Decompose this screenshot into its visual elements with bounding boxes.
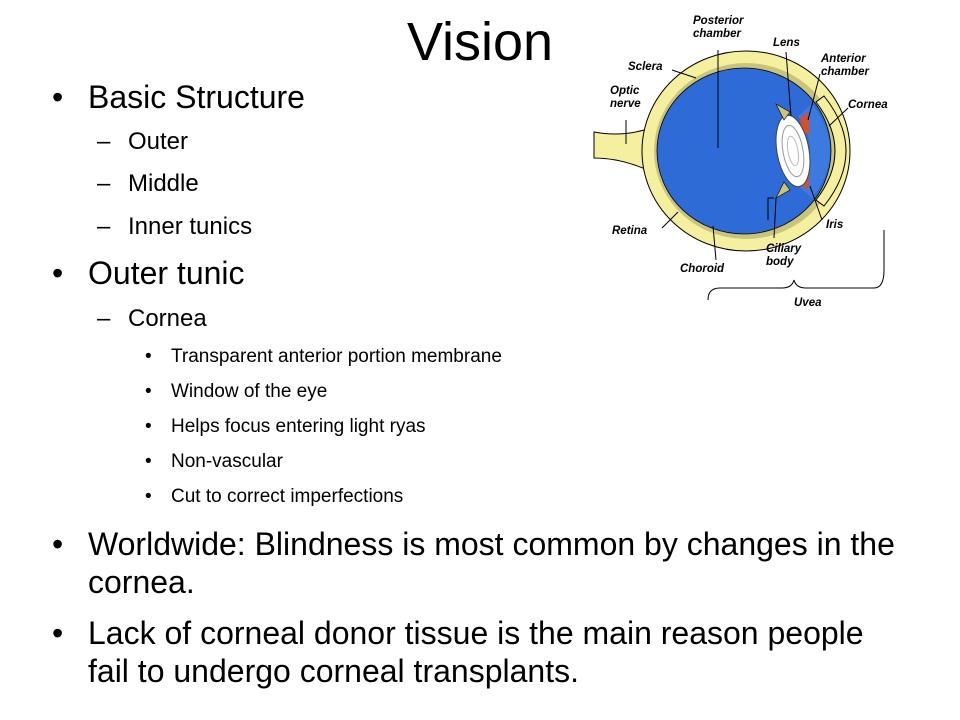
- detail-text: Window of the eye: [171, 381, 328, 402]
- sub-bullet-text: Inner tunics: [128, 213, 253, 240]
- sub-bullet-text: Middle: [128, 170, 199, 197]
- bullet-marker: •: [145, 451, 152, 472]
- bullet-marker: •: [145, 416, 152, 437]
- sub-bullet-text: Outer: [128, 128, 189, 155]
- eye-diagram: Posterior chamber Lens Anterior chamber …: [593, 15, 888, 309]
- label-anterior-chamber: Anterior: [820, 53, 866, 65]
- bullet-marker: •: [52, 255, 64, 291]
- label-posterior-chamber: chamber: [693, 28, 741, 40]
- label-posterior-chamber: Posterior: [693, 15, 744, 27]
- detail-text: Non-vascular: [171, 451, 283, 472]
- bullet-marker: •: [52, 526, 64, 562]
- ciliary-body: [775, 181, 791, 199]
- detail-text: Transparent anterior portion membrane: [171, 346, 502, 367]
- sub-bullet-text: Cornea: [128, 305, 207, 332]
- label-ciliary-body: Ciliary: [766, 243, 802, 255]
- label-ciliary-body: body: [766, 256, 794, 268]
- label-optic-nerve: Optic: [610, 85, 640, 97]
- label-sclera: Sclera: [628, 61, 663, 73]
- dash-marker: –: [97, 170, 111, 197]
- dash-marker: –: [97, 213, 111, 240]
- bullet-marker: •: [52, 615, 64, 651]
- bullet-marker: •: [145, 486, 152, 507]
- vitreous-body: [656, 67, 832, 235]
- bullet-text: Lack of corneal donor tissue is the main…: [88, 615, 864, 689]
- dash-marker: –: [97, 305, 111, 332]
- bullet-marker: •: [145, 381, 152, 402]
- bullet-text: Outer tunic: [88, 255, 245, 291]
- label-iris: Iris: [826, 219, 843, 231]
- bullet-marker: •: [52, 79, 64, 115]
- slide-title: Vision: [406, 12, 554, 72]
- dash-marker: –: [97, 128, 111, 155]
- detail-text: Helps focus entering light ryas: [171, 416, 426, 437]
- label-lens: Lens: [773, 37, 800, 49]
- label-anterior-chamber: chamber: [821, 66, 869, 78]
- label-retina: Retina: [612, 225, 648, 237]
- cornea: [815, 95, 847, 207]
- bullet-text: Basic Structure: [88, 79, 305, 115]
- bullet-marker: •: [145, 346, 152, 367]
- label-cornea: Cornea: [848, 99, 888, 111]
- label-uvea: Uvea: [794, 297, 822, 309]
- label-choroid: Choroid: [680, 263, 725, 275]
- detail-text: Cut to correct imperfections: [171, 486, 404, 507]
- label-optic-nerve: nerve: [610, 98, 641, 110]
- bullet-text: Worldwide: Blindness is most common by c…: [88, 526, 895, 600]
- ciliary-body: [775, 103, 791, 121]
